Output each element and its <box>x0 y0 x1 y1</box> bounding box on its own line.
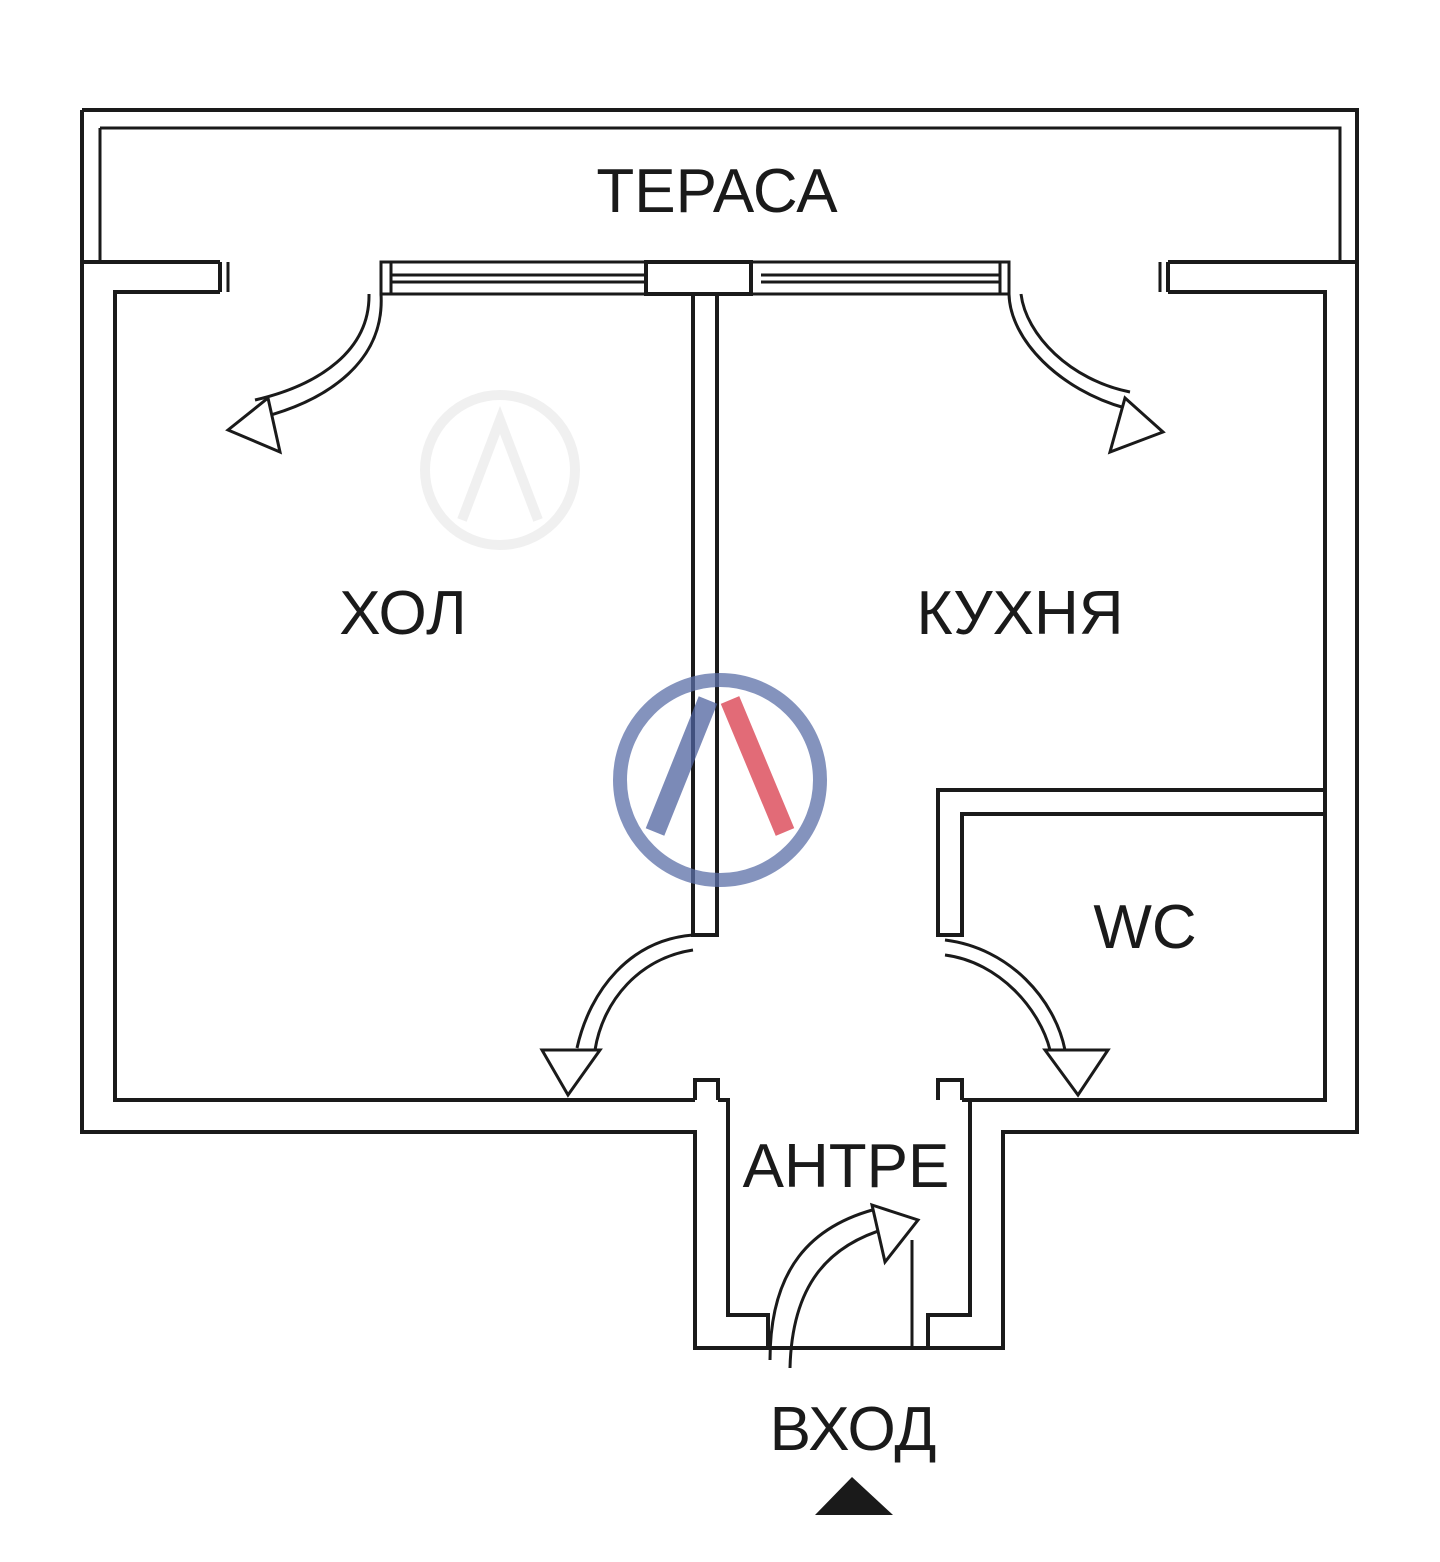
wc-walls <box>936 788 1325 937</box>
terrace-label: ТЕРАСА <box>596 157 838 226</box>
outer-walls <box>80 260 1359 1350</box>
ghost-watermark <box>420 390 580 550</box>
hall-kitchen-partition <box>691 294 719 937</box>
kitchen-label: КУХНЯ <box>916 579 1123 648</box>
watermark-logo <box>613 673 827 887</box>
entry-walls <box>693 1078 972 1348</box>
hall-label: ХОЛ <box>339 579 467 648</box>
entry-hall-label: АНТРЕ <box>743 1132 950 1201</box>
terrace-outline <box>80 108 1359 262</box>
entrance-triangle-icon <box>815 1477 893 1515</box>
door-swing-arrow-icon <box>225 293 1166 1369</box>
wc-label: WC <box>1093 893 1196 962</box>
terrace-windows <box>379 260 1011 296</box>
entrance-label: ВХОД <box>770 1395 937 1464</box>
